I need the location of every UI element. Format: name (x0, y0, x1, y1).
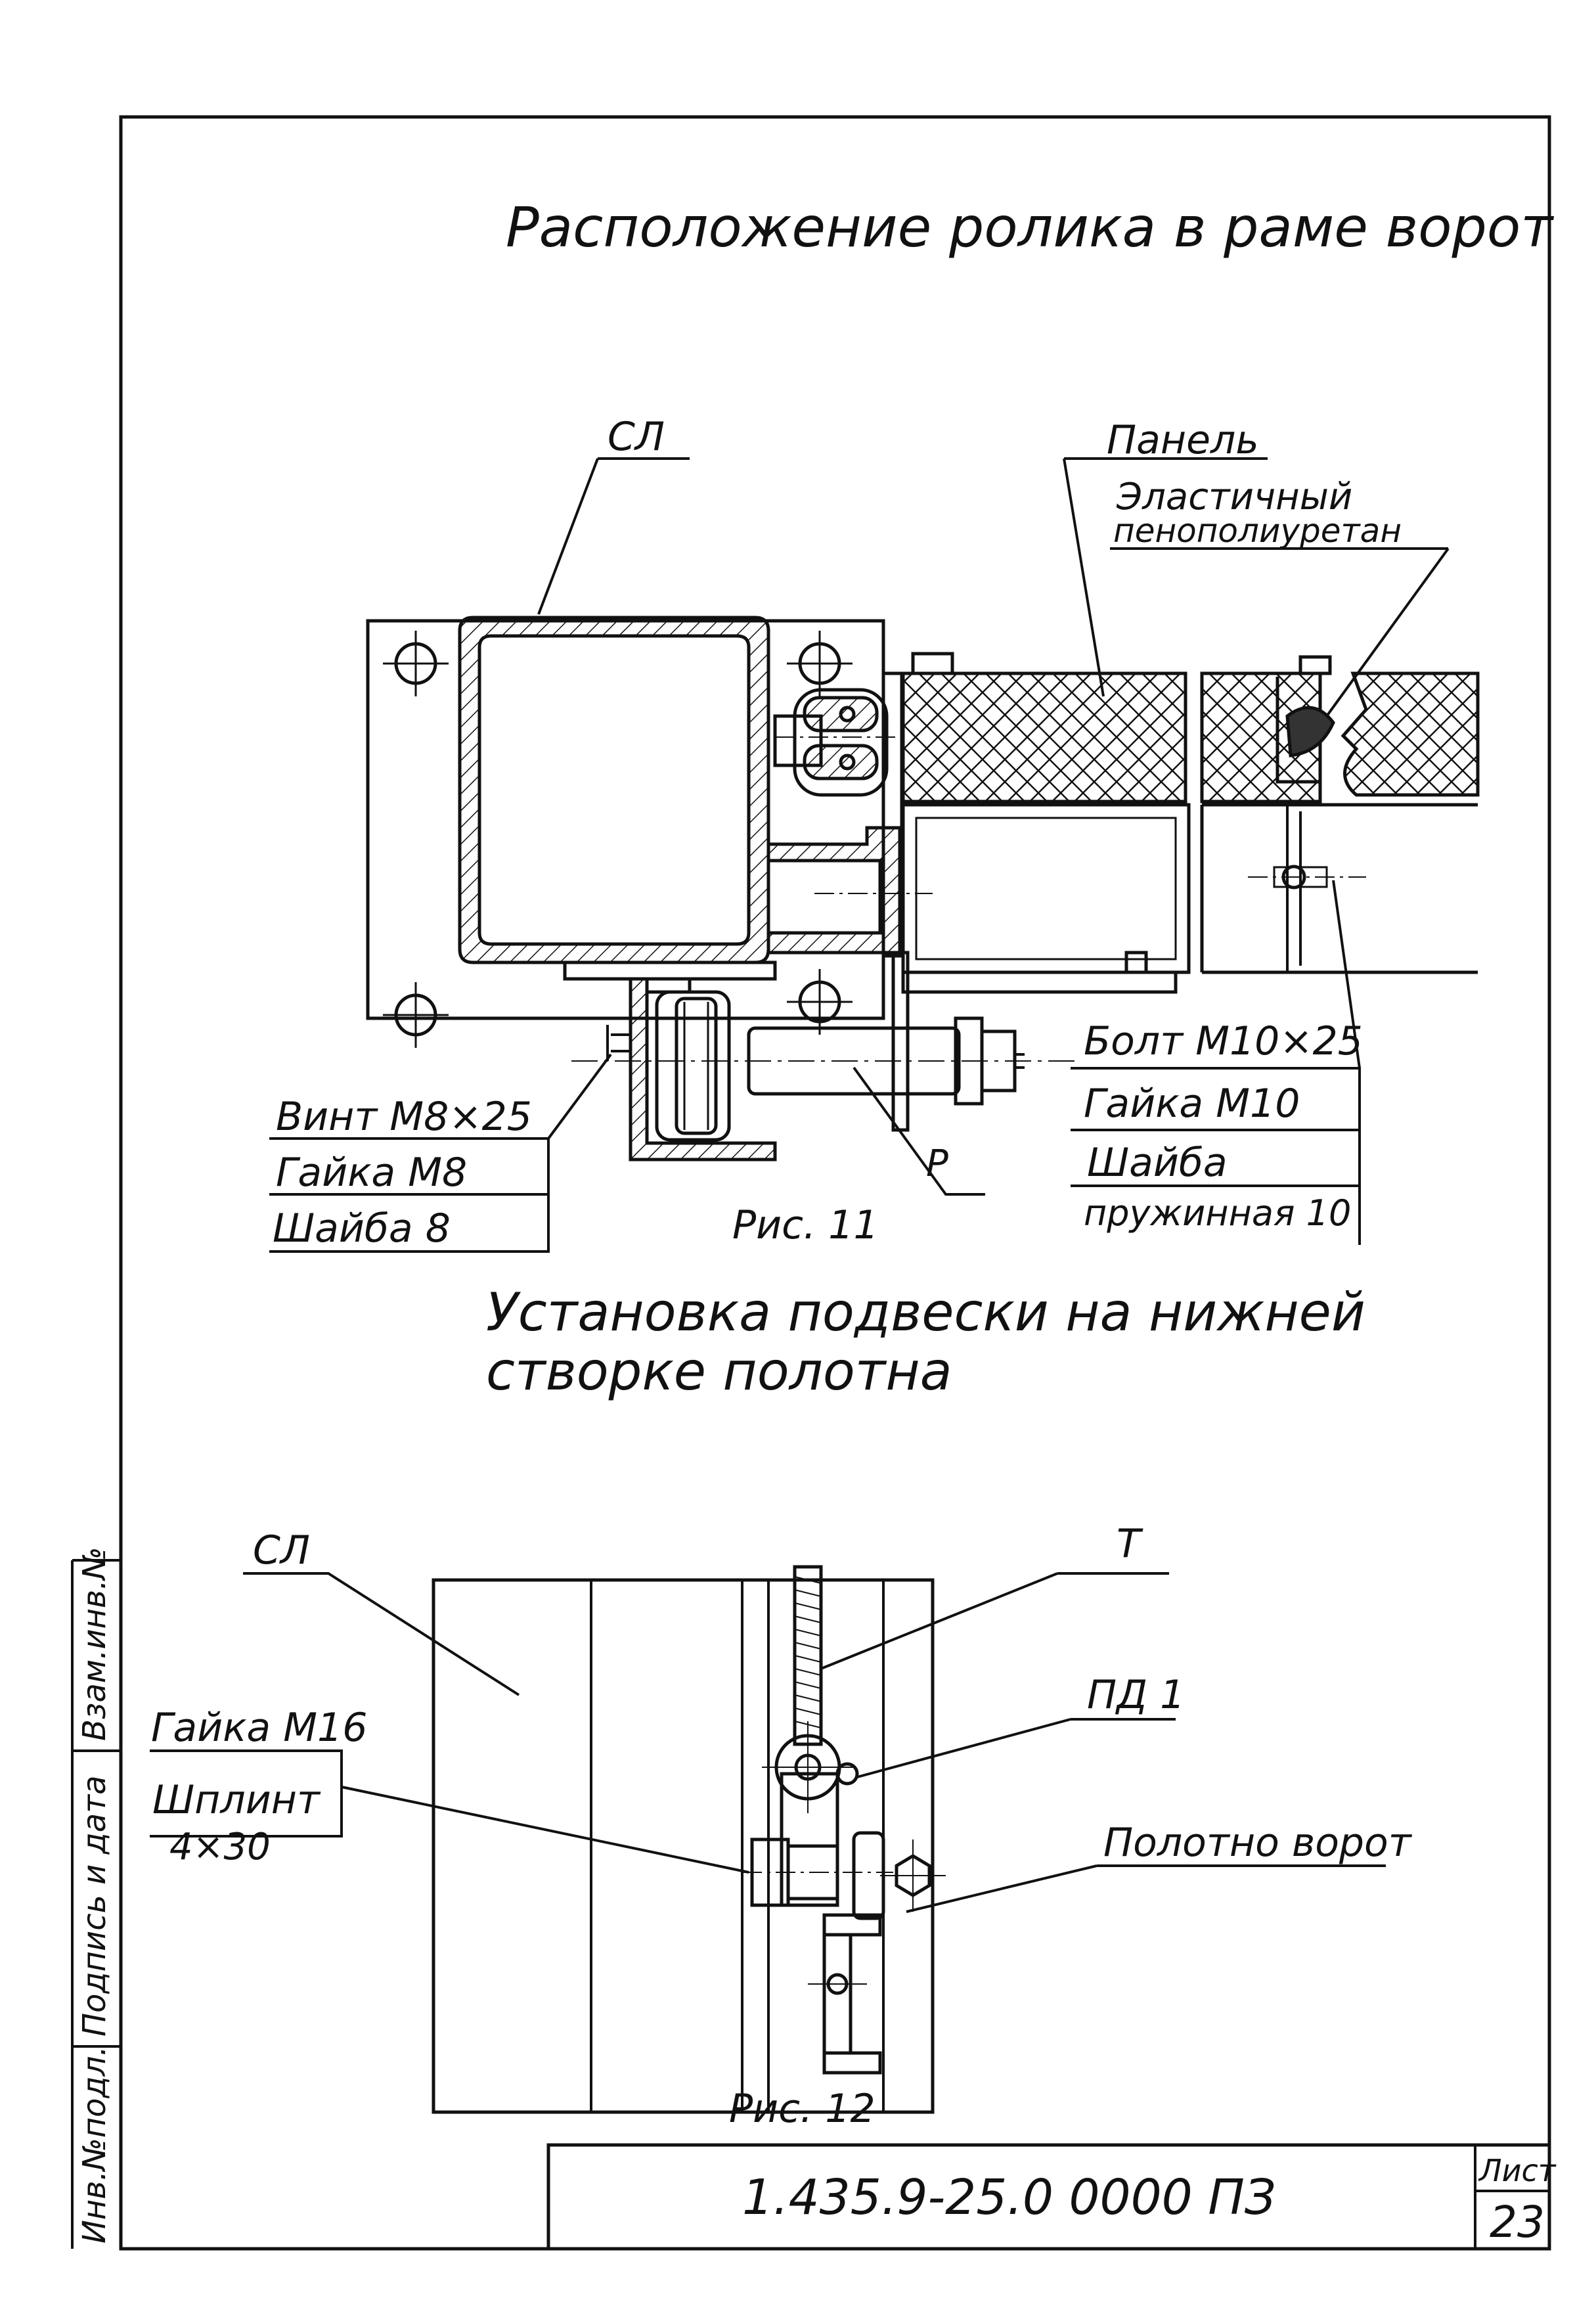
sheet-number: 23 (1490, 2197, 1545, 2247)
label-p: Р (926, 1142, 948, 1185)
label-nut-m10: Гайка М10 (1084, 1081, 1300, 1127)
label-washer-spring: пружинная 10 (1084, 1192, 1351, 1234)
inv-original-label: Инв.№подл. (76, 2046, 113, 2244)
fig12-drawing (432, 1565, 946, 2114)
hanger-plate (780, 1772, 839, 1907)
plate-hole (383, 982, 449, 1048)
section-title-line2: створке полотна (486, 1341, 952, 1402)
roller-wheel (655, 990, 731, 1142)
fig11-labels: СЛ Панель Эластичный пенополиуретан Болт… (273, 414, 1402, 1252)
side-stamp: Взам.инв.№ Подпись и дата Инв.№подл. (76, 1547, 113, 2244)
fig12-labels: СЛ Т ПД 1 Гайка М16 Шплинт 4×30 Полотно … (151, 1521, 1413, 1868)
label-nut-m16: Гайка М16 (151, 1705, 367, 1751)
sheet-frame (71, 115, 1551, 2251)
signature-date-label: Подпись и дата (76, 1775, 113, 2037)
plate-hole (787, 631, 853, 696)
label-washer: Шайба (1087, 1140, 1228, 1186)
label-cotter-pin: Шплинт (152, 1777, 321, 1823)
guide-rollers (773, 688, 900, 797)
label-door-leaf: Полотно ворот (1103, 1820, 1413, 1866)
inv-replace-label: Взам.инв.№ (76, 1547, 113, 1741)
label-screw-m8: Винт М8×25 (276, 1094, 532, 1140)
sheet-label: Лист (1478, 2153, 1557, 2188)
tube-section (458, 616, 770, 964)
fig11-caption: Рис. 11 (732, 1202, 879, 1248)
document-code: 1.435.9-25.0 0000 ПЗ (742, 2169, 1275, 2226)
fig12-leaders (150, 1572, 1386, 1913)
label-washer-8: Шайба 8 (273, 1206, 451, 1252)
label-t: Т (1117, 1521, 1143, 1567)
door-leaf-outline (432, 1578, 935, 2114)
label-elastic-1: Эластичный (1116, 476, 1352, 518)
threaded-rod (793, 1565, 823, 1746)
label-elastic-2: пенополиуретан (1113, 512, 1402, 550)
fig11-drawing (366, 616, 1480, 1162)
fig11-leaders (269, 457, 1450, 1253)
leaf-profile (901, 803, 1191, 974)
plate-hole (787, 969, 853, 1035)
panel-foam (901, 671, 1187, 803)
page-title: Расположение ролика в раме ворот (506, 195, 1554, 259)
elastic-seal (1285, 706, 1335, 757)
fig12-caption: Рис. 12 (729, 2086, 876, 2132)
label-sl-fig11: СЛ (608, 414, 665, 460)
label-nut-m8: Гайка М8 (276, 1150, 467, 1196)
label-panel: Панель (1107, 417, 1259, 463)
plate-hole (383, 631, 449, 696)
bolt-head (880, 1839, 946, 1912)
label-sl-fig12: СЛ (253, 1527, 310, 1573)
section-title-line1: Установка подвески на нижней (486, 1282, 1365, 1343)
label-cotter-size: 4×30 (169, 1826, 271, 1868)
label-bolt-m10: Болт М10×25 (1084, 1018, 1363, 1064)
label-pd1: ПД 1 (1087, 1672, 1185, 1718)
